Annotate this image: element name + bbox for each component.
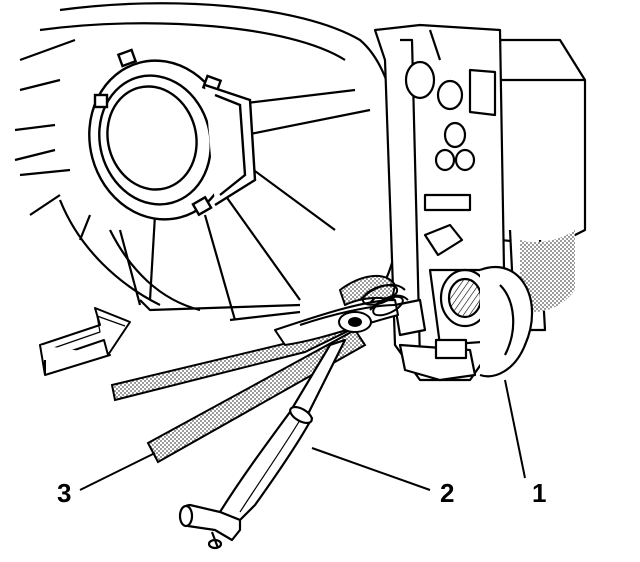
callout-2: 2 xyxy=(440,478,454,508)
fan-mounting-rail xyxy=(373,23,534,382)
fan-shroud xyxy=(14,2,403,322)
direction-arrow xyxy=(39,307,131,376)
leader-lines xyxy=(79,379,526,491)
pliers-strap-lower xyxy=(146,328,367,464)
callout-1: 1 xyxy=(532,478,546,508)
fan-motor-hub xyxy=(88,48,257,221)
callout-3: 3 xyxy=(57,478,71,508)
pliers-handle xyxy=(178,338,347,550)
pliers-jaw-head xyxy=(274,274,409,346)
